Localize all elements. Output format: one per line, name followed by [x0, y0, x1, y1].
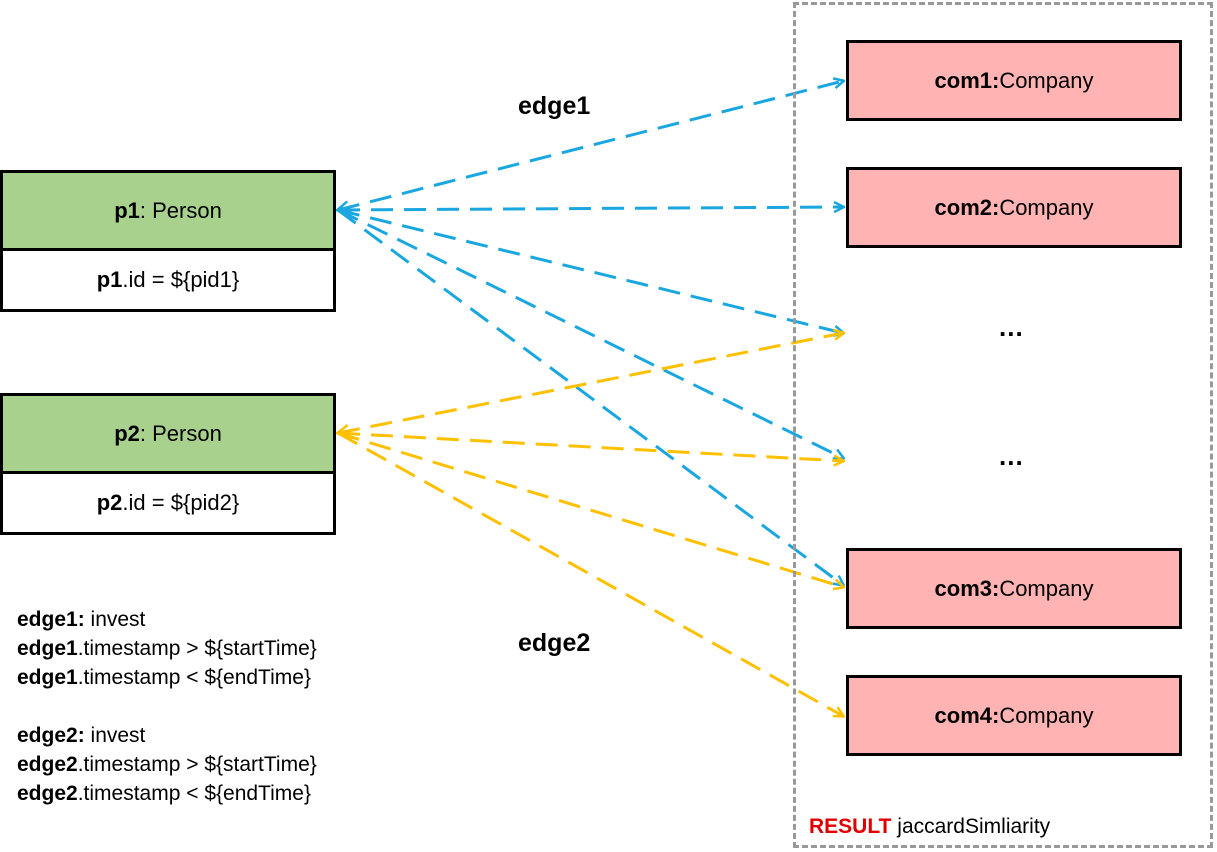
condition-var: edge2	[17, 782, 78, 805]
edge1-to-com1	[338, 81, 843, 210]
condition-text: .timestamp < ${endTime}	[77, 666, 311, 689]
person-type: : Person	[139, 197, 222, 223]
condition-line: edge2.timestamp < ${endTime}	[17, 779, 317, 808]
edge1-to-ellipsis-1	[337, 208, 843, 333]
person-node-condition: p1.id = ${pid1}	[3, 251, 333, 309]
condition-line: edge1.timestamp < ${endTime}	[17, 663, 317, 692]
result-group-box	[793, 2, 1213, 848]
company-var: com1:	[934, 67, 1000, 93]
company-var: com2:	[934, 194, 1000, 220]
company-type: Company	[999, 702, 1094, 728]
ellipsis-1: ...	[999, 312, 1024, 342]
condition-text: .timestamp > ${startTime}	[77, 637, 317, 660]
person-node-condition: p2.id = ${pid2}	[3, 474, 333, 532]
person-var: p2	[114, 420, 140, 446]
edge2-to-com4	[337, 431, 843, 716]
condition-var: edge1	[17, 637, 78, 660]
result-text: jaccardSimliarity	[891, 815, 1051, 838]
person-node-header: p2 : Person	[3, 396, 333, 474]
condition-var: edge2:	[17, 724, 85, 747]
company-node-com3[interactable]: com3: Company	[846, 548, 1182, 629]
person-cond-rest: .id = ${pid2}	[122, 490, 240, 515]
condition-text: invest	[84, 724, 146, 747]
condition-text: .timestamp < ${endTime}	[77, 782, 311, 805]
company-type: Company	[999, 67, 1094, 93]
edge1-to-com3	[337, 208, 843, 585]
condition-var: edge2	[17, 753, 78, 776]
condition-var: edge1:	[17, 608, 85, 631]
company-type: Company	[999, 194, 1094, 220]
condition-line: edge2.timestamp > ${startTime}	[17, 750, 317, 779]
condition-var: edge1	[17, 666, 78, 689]
result-keyword: RESULT	[809, 815, 892, 838]
condition-text: invest	[84, 608, 146, 631]
person-node-p1[interactable]: p1 : Person p1.id = ${pid1}	[0, 170, 336, 312]
edge-conditions: edge1: invest edge1.timestamp > ${startT…	[17, 605, 317, 808]
edge2-to-com3	[337, 431, 843, 587]
edge1-to-com2	[337, 207, 843, 210]
edge1-label: edge1	[518, 92, 591, 120]
company-type: Company	[999, 575, 1094, 601]
person-cond-var: p2	[96, 490, 123, 515]
edge1-to-ellipsis-2	[337, 208, 843, 458]
edge2-to-ellipsis-1	[338, 333, 843, 433]
condition-text: .timestamp > ${startTime}	[77, 753, 317, 776]
condition-line: edge2: invest	[17, 721, 317, 750]
person-var: p1	[114, 197, 140, 223]
person-node-p2[interactable]: p2 : Person p2.id = ${pid2}	[0, 393, 336, 535]
company-node-com1[interactable]: com1: Company	[846, 40, 1182, 121]
company-var: com3:	[934, 575, 1000, 601]
person-type: : Person	[139, 420, 222, 446]
person-node-header: p1 : Person	[3, 173, 333, 251]
condition-line: edge1: invest	[17, 605, 317, 634]
condition-spacer	[17, 692, 317, 721]
company-node-com2[interactable]: com2: Company	[846, 167, 1182, 248]
edge2-to-ellipsis-2	[337, 431, 843, 461]
result-label: RESULT jaccardSimliarity	[809, 815, 1050, 839]
company-var: com4:	[934, 702, 1000, 728]
condition-line: edge1.timestamp > ${startTime}	[17, 634, 317, 663]
person-cond-rest: .id = ${pid1}	[122, 267, 240, 292]
ellipsis-2: ...	[999, 441, 1024, 471]
edge2-label: edge2	[518, 629, 591, 657]
company-node-com4[interactable]: com4: Company	[846, 675, 1182, 756]
person-cond-var: p1	[96, 267, 123, 292]
